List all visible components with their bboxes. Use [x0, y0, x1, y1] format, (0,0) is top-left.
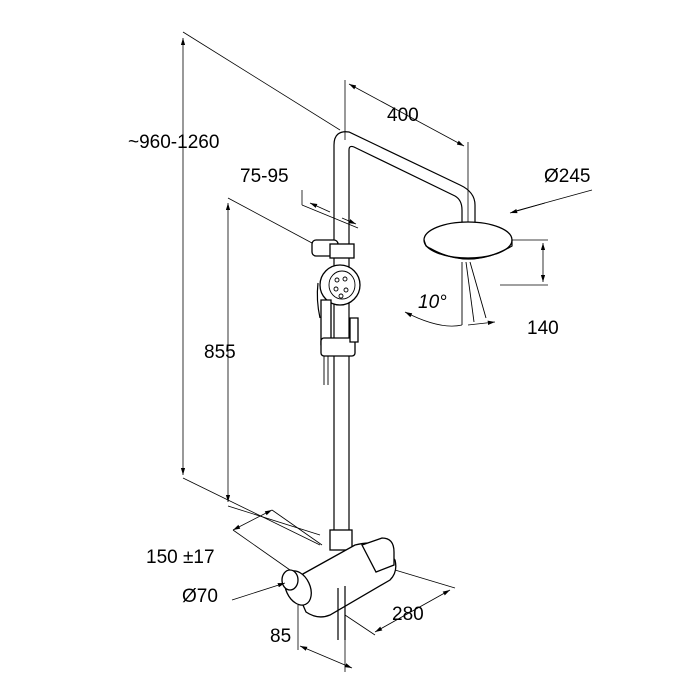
- label-inlet-spacing: 150 ±17: [146, 547, 215, 568]
- label-lower-height: 855: [204, 342, 236, 363]
- dim-line-arm-length: [348, 83, 465, 147]
- hand-shower-assembly: [311, 239, 361, 385]
- angle-arc-left: [404, 311, 463, 327]
- dim-line-valve-width: [374, 589, 451, 633]
- dim-clamp-range: 75-95: [240, 166, 359, 229]
- flow-handle: [361, 537, 395, 573]
- dim-valve-diameter: Ø70: [182, 582, 286, 607]
- spray-nozzle-1: [334, 277, 340, 283]
- slider-clamp-top: [329, 243, 355, 259]
- ext-inlet-spacing-left: [232, 529, 291, 571]
- spray-nozzle-3: [333, 286, 339, 292]
- head-face: [429, 247, 509, 260]
- angle-arc-right: [467, 320, 496, 326]
- arrow-head-diameter: [509, 202, 546, 214]
- shower-arm-inner: [348, 145, 463, 225]
- label-total-height: ~960-1260: [128, 132, 219, 153]
- spray-edge-2: [469, 261, 487, 319]
- label-valve-diameter: Ø70: [182, 586, 218, 607]
- ext-valve-width-left: [344, 614, 376, 636]
- dim-lower-height: 855: [204, 197, 321, 536]
- label-head-diameter: Ø245: [544, 166, 590, 187]
- ext-line-holder: [227, 197, 313, 244]
- leader-valve-diameter: [231, 582, 286, 601]
- shower-arm-outer: [333, 131, 476, 222]
- ext-valve-width-right: [394, 569, 456, 589]
- ext-inlet-spacing-right: [271, 509, 323, 546]
- thermostatic-mixer: [281, 529, 397, 640]
- hand-shower-back: [316, 282, 321, 319]
- dim-head-diameter: Ø245: [509, 166, 593, 214]
- arrow-clamp-left: [309, 202, 331, 213]
- dim-inlet-spacing: 150 ±17: [146, 509, 323, 571]
- ext-line-bottom: [182, 477, 321, 546]
- hand-shower-face: [328, 270, 356, 300]
- spray-nozzle-2: [342, 276, 348, 282]
- dim-head-height: 140: [500, 239, 559, 339]
- dim-valve-width: 280: [344, 569, 456, 636]
- hand-shower-holder: [320, 337, 356, 357]
- riser-coupling: [329, 529, 353, 551]
- dim-line-inlet-spacing: [232, 509, 273, 531]
- dim-arm-length: 400: [344, 80, 469, 222]
- hand-shower-head: [319, 264, 361, 306]
- label-head-angle: 10°: [418, 292, 447, 313]
- label-arm-length: 400: [387, 105, 419, 126]
- arrow-clamp-right: [341, 217, 357, 225]
- dim-line-wall-depth: [299, 645, 353, 669]
- dim-head-angle: 10°: [404, 292, 496, 327]
- ext-line-mixer: [227, 505, 321, 536]
- label-clamp-range: 75-95: [240, 166, 289, 187]
- dim-total-height: ~960-1260: [128, 31, 341, 546]
- label-wall-depth: 85: [270, 626, 291, 647]
- label-head-height: 140: [527, 318, 559, 339]
- holder-knob: [349, 317, 359, 343]
- spray-edge-1: [465, 261, 475, 323]
- ext-line-top: [182, 31, 341, 131]
- knob-cap: [281, 569, 299, 591]
- spray-nozzle-5: [338, 293, 344, 299]
- spray-nozzle-4: [343, 287, 349, 293]
- dim-line-clamp-range: [301, 204, 359, 229]
- overhead-shower-head: [423, 221, 513, 325]
- dim-wall-depth: 85: [270, 605, 353, 672]
- label-valve-width: 280: [392, 604, 424, 625]
